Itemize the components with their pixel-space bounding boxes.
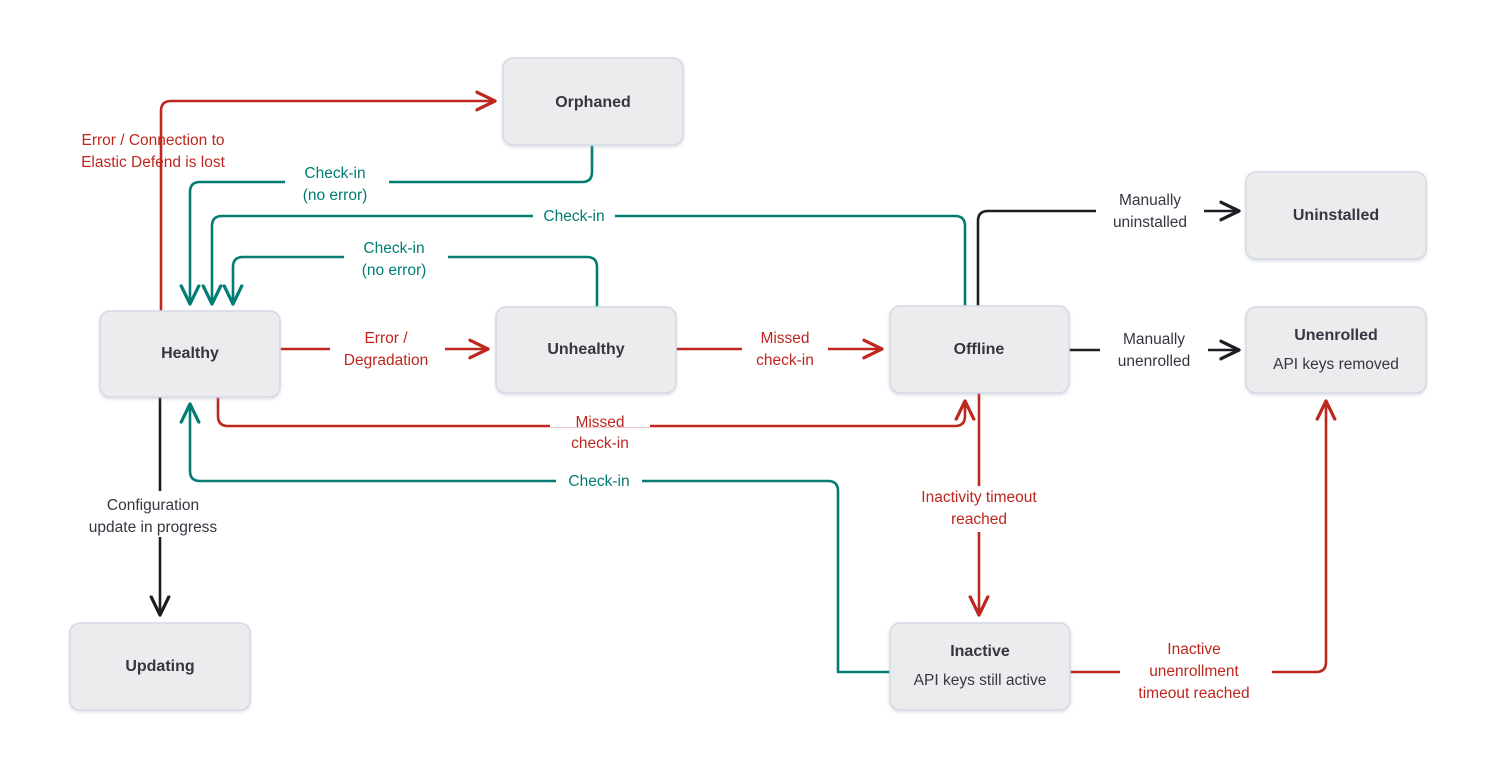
edge-healthy-to-offline: Missed check-in — [216, 396, 965, 452]
node-updating-label: Updating — [125, 658, 194, 675]
node-unenrolled-sublabel: API keys removed — [1273, 356, 1399, 373]
label-backdrop — [742, 327, 828, 371]
edge-label-missed-checkin-top-line2: check-in — [756, 352, 814, 369]
edge-offline-to-uninstalled: Manually uninstalled — [976, 189, 1238, 306]
edge-label-error-connection-line1: Error / Connection to — [81, 132, 224, 149]
edge-label-inactive-unenrollment-line2: unenrollment — [1149, 663, 1239, 680]
node-orphaned-label: Orphaned — [555, 94, 631, 111]
edge-healthy-to-unhealthy: Error / Degradation — [280, 327, 487, 371]
label-backdrop — [550, 405, 650, 427]
edge-orphaned-to-healthy: Check-in (no error) — [190, 145, 594, 303]
node-updating[interactable]: Updating — [69, 622, 251, 711]
node-unhealthy[interactable]: Unhealthy — [495, 306, 677, 394]
edge-healthy-to-orphaned: Error / Connection to Elastic Defend is … — [81, 101, 494, 311]
edge-label-inactive-unenrollment-line3: timeout reached — [1138, 685, 1249, 702]
edge-healthy-to-updating: Configuration update in progress — [66, 396, 244, 614]
edge-label-configuration-update-line1: Configuration — [107, 497, 199, 514]
label-backdrop — [66, 491, 244, 537]
edge-label-checkin-noerror-top-line2: (no error) — [303, 187, 368, 204]
edge-inactive-to-unenrolled: Inactive unenrollment timeout reached — [1070, 402, 1326, 704]
label-backdrop — [556, 470, 642, 492]
edge-label-error-degradation-line1: Error / — [364, 330, 408, 347]
label-backdrop — [1096, 189, 1204, 233]
edge-offline-to-healthy: Check-in — [212, 205, 967, 306]
edge-label-inactivity-timeout-line2: reached — [951, 511, 1007, 528]
label-backdrop — [533, 205, 615, 227]
node-healthy-box[interactable] — [99, 310, 281, 398]
node-healthy[interactable]: Healthy — [99, 310, 281, 398]
edge-label-checkin-noerror-mid-line2: (no error) — [362, 262, 427, 279]
edge-label-missed-checkin-bottom-line2: check-in — [571, 435, 629, 452]
node-orphaned-box[interactable] — [502, 57, 684, 146]
label-backdrop — [1120, 636, 1272, 704]
edge-label-manually-unenrolled-line1: Manually — [1123, 331, 1185, 348]
node-unhealthy-box[interactable] — [495, 306, 677, 394]
label-backdrop — [895, 486, 1065, 532]
node-unhealthy-label: Unhealthy — [547, 341, 624, 358]
label-backdrop — [1100, 328, 1208, 372]
node-unenrolled[interactable]: Unenrolled API keys removed — [1245, 306, 1427, 394]
node-healthy-label: Healthy — [161, 345, 219, 362]
node-uninstalled[interactable]: Uninstalled — [1245, 171, 1427, 260]
node-uninstalled-label: Uninstalled — [1293, 207, 1379, 224]
edge-offline-to-inactive: Inactivity timeout reached — [895, 393, 1065, 614]
edge-label-inactive-unenrollment-line1: Inactive — [1167, 641, 1220, 658]
node-uninstalled-box[interactable] — [1245, 171, 1427, 260]
node-orphaned[interactable]: Orphaned — [502, 57, 684, 146]
edge-path — [190, 405, 890, 674]
node-offline-label: Offline — [954, 341, 1005, 358]
node-offline-box[interactable] — [889, 305, 1070, 394]
node-inactive-box[interactable] — [889, 622, 1071, 711]
edge-label-manually-uninstalled-line2: uninstalled — [1113, 214, 1187, 231]
edge-label-error-degradation-line2: Degradation — [344, 352, 428, 369]
edge-label-inactivity-timeout-line1: Inactivity timeout — [921, 489, 1037, 506]
node-inactive[interactable]: Inactive API keys still active — [889, 622, 1071, 711]
node-unenrolled-box[interactable] — [1245, 306, 1427, 394]
edge-unhealthy-to-healthy: Check-in (no error) — [233, 238, 599, 307]
edge-offline-to-unenrolled: Manually unenrolled — [1068, 328, 1238, 372]
edge-label-checkin-offline: Check-in — [543, 208, 604, 225]
edge-label-configuration-update-line2: update in progress — [89, 519, 218, 536]
edge-label-manually-uninstalled-line1: Manually — [1119, 192, 1181, 209]
label-backdrop — [285, 163, 389, 207]
node-offline[interactable]: Offline — [889, 305, 1070, 394]
node-inactive-label: Inactive — [950, 643, 1010, 660]
edge-path — [159, 101, 494, 311]
edge-label-checkin-inactive: Check-in — [568, 473, 629, 490]
edge-label-missed-checkin-bottom-line1: Missed — [575, 414, 624, 431]
node-unenrolled-label: Unenrolled — [1294, 327, 1378, 344]
edge-unhealthy-to-offline: Missed check-in — [675, 327, 881, 371]
edge-label-checkin-noerror-top-line1: Check-in — [304, 165, 365, 182]
edge-inactive-to-healthy: Check-in — [190, 405, 890, 674]
node-updating-box[interactable] — [69, 622, 251, 711]
edge-path — [190, 145, 594, 303]
edge-label-error-connection-line2: Elastic Defend is lost — [81, 154, 226, 171]
label-backdrop — [344, 238, 448, 282]
node-inactive-sublabel: API keys still active — [914, 672, 1047, 689]
edge-path — [976, 211, 1238, 306]
edge-label-missed-checkin-top-line1: Missed — [760, 330, 809, 347]
edge-path — [1070, 402, 1326, 674]
edge-path — [212, 214, 967, 306]
edge-label-manually-unenrolled-line2: unenrolled — [1118, 353, 1190, 370]
edge-label-checkin-noerror-mid-line1: Check-in — [363, 240, 424, 257]
label-backdrop — [330, 327, 445, 371]
